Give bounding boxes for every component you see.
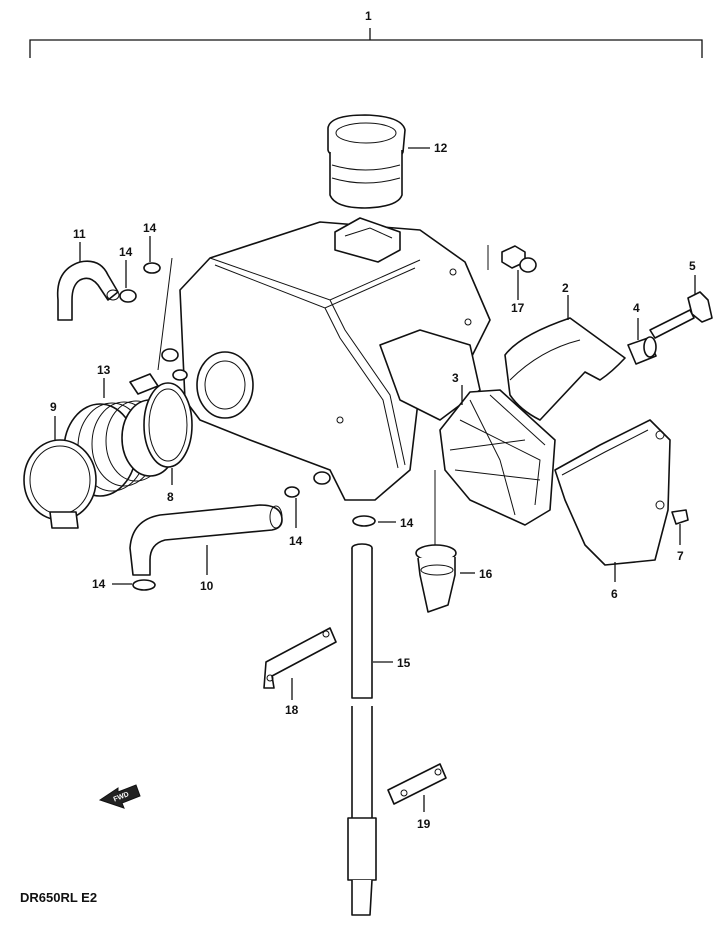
part-label-6: 6	[611, 587, 618, 601]
part-label-13: 13	[97, 363, 111, 377]
part-label-14e: 14	[92, 577, 106, 591]
part-5-screw	[649, 275, 713, 339]
part-15-drain-hose	[347, 543, 393, 916]
part-label-7: 7	[677, 549, 684, 563]
part-16-drain-plug	[415, 470, 475, 613]
part-label-15: 15	[397, 656, 411, 670]
part-label-2: 2	[562, 281, 569, 295]
part-label-10: 10	[200, 579, 214, 593]
part-14-clip-a	[119, 260, 137, 303]
part-14-clip-b	[143, 236, 173, 371]
part-label-14d: 14	[400, 516, 414, 530]
part-label-5: 5	[689, 259, 696, 273]
forward-direction-arrow: FWD	[98, 784, 141, 809]
part-label-19: 19	[417, 817, 431, 831]
part-11-hose	[56, 242, 120, 321]
part-label-4: 4	[633, 301, 640, 315]
part-14-clip-d	[352, 515, 396, 527]
part-label-14b: 14	[143, 221, 157, 235]
part-label-14a: 14	[119, 245, 133, 259]
part-label-12: 12	[434, 141, 448, 155]
part-10-hose	[129, 504, 283, 576]
part-label-11: 11	[73, 227, 86, 241]
part-6-cover	[554, 419, 671, 582]
part-18-clamp	[263, 627, 337, 700]
part-label-3: 3	[452, 371, 459, 385]
part-label-16: 16	[479, 567, 493, 581]
part-1-air-cleaner-box	[161, 217, 491, 501]
part-19-clamp	[387, 763, 447, 812]
part-9-clamp	[23, 416, 97, 529]
part-14-clip-c	[284, 486, 300, 528]
part-label-8: 8	[167, 490, 174, 504]
model-code: DR650RL E2	[20, 890, 97, 905]
assembly-bracket	[29, 28, 703, 58]
part-7-screw	[671, 509, 689, 545]
part-label-9: 9	[50, 400, 57, 414]
part-14-clip-e	[112, 579, 156, 591]
part-2-filter-element	[504, 295, 626, 421]
part-label-17: 17	[511, 301, 525, 315]
part-label-1: 1	[365, 9, 372, 23]
part-12-intake-duct	[327, 114, 406, 209]
part-8-clamp	[129, 373, 193, 485]
part-17-bolt	[487, 245, 537, 300]
part-3-element-frame	[439, 385, 556, 526]
part-4-bush	[627, 318, 657, 365]
part-label-18: 18	[285, 703, 299, 717]
part-label-14c: 14	[289, 534, 303, 548]
